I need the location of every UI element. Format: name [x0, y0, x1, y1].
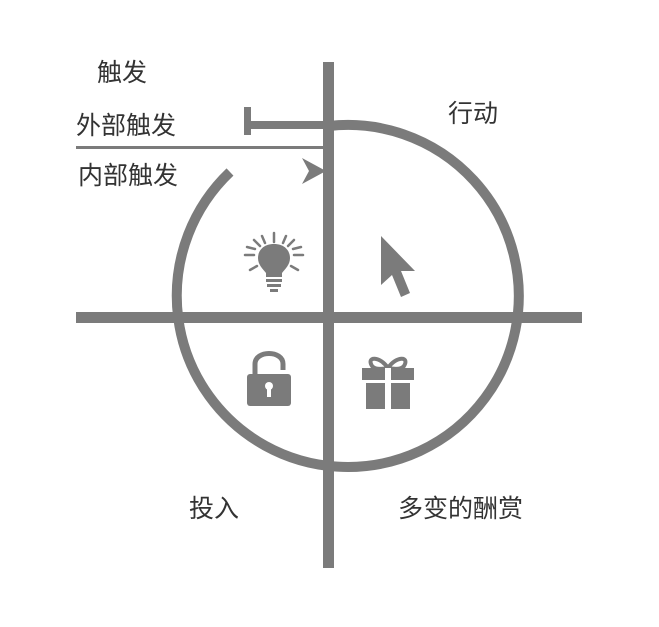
external-trigger-tab: [244, 107, 251, 135]
cursor-arrow-icon: [381, 236, 415, 297]
gift-box-icon: [362, 356, 414, 409]
vertical-axis: [323, 62, 334, 568]
label-external-trigger: 外部触发: [76, 111, 176, 140]
label-action: 行动: [448, 99, 498, 128]
lightbulb-icon: [243, 231, 305, 292]
padlock-icon: [247, 351, 291, 406]
label-trigger: 触发: [97, 58, 147, 87]
trigger-separator-line: [76, 146, 324, 149]
label-internal-trigger: 内部触发: [78, 161, 178, 190]
external-trigger-arm: [244, 121, 324, 129]
label-investment: 投入: [189, 494, 239, 523]
internal-trigger-arrowhead: [302, 158, 326, 184]
cycle-circle: [171, 119, 524, 472]
label-variable-reward: 多变的酬赏: [398, 494, 523, 523]
